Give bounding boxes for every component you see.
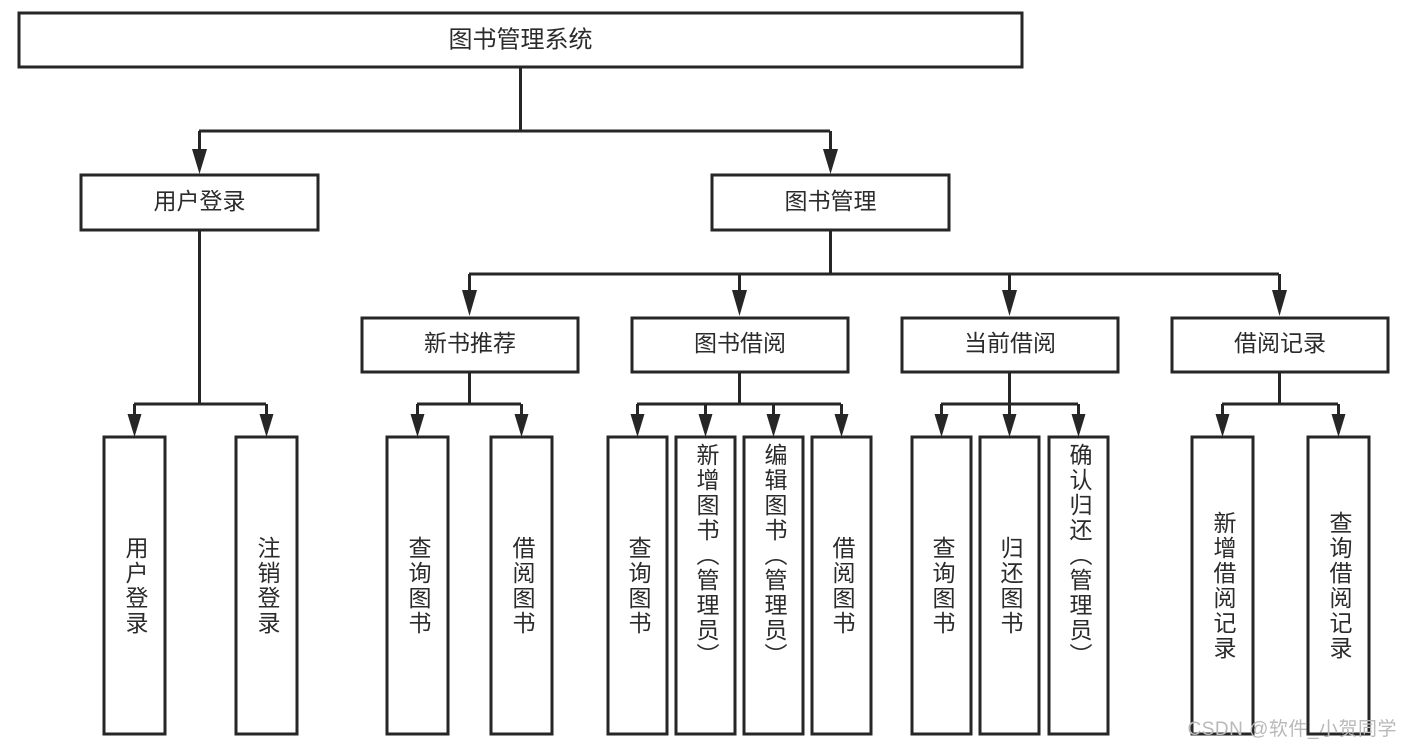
leaf-box-nb-borrow-book[interactable] (489, 435, 554, 736)
node-root-label: 图书管理系统 (449, 26, 593, 53)
arrow-head-borrow-record (1272, 290, 1287, 316)
node-book-management-box[interactable] (710, 173, 951, 232)
arrow-head-leaf-user-login (127, 414, 142, 437)
leaf-box-bb-edit-book[interactable] (742, 435, 805, 736)
leaf-box-cb-confirm-return[interactable] (1047, 435, 1110, 736)
arrow-head-bb-leaf-2 (698, 414, 713, 437)
node-book-management[interactable]: 图书管理 (710, 173, 951, 232)
leaf-box-nb-query-book[interactable] (385, 435, 450, 736)
connectors-current-borrow-to-leaves (934, 372, 1086, 437)
leaf-box-logout[interactable] (234, 435, 299, 736)
leaf-box-cb-return-book[interactable] (978, 435, 1041, 736)
arrow-head-nb-leaf-2 (514, 414, 529, 437)
node-current-borrow[interactable]: 当前借阅 (900, 316, 1120, 374)
arrow-head-bb-leaf-1 (630, 414, 645, 437)
node-root[interactable]: 图书管理系统 (17, 11, 1024, 69)
node-borrow-record-box[interactable] (1170, 316, 1390, 374)
node-book-management-label: 图书管理 (785, 188, 877, 214)
node-user-login[interactable]: 用户登录 (79, 173, 320, 232)
arrow-head-nb-leaf-1 (410, 414, 425, 437)
leaf-box-br-add-record[interactable] (1190, 435, 1255, 736)
arrow-head-book-borrow (732, 290, 747, 316)
node-current-borrow-label: 当前借阅 (964, 330, 1056, 356)
leaf-boxes-user-login (102, 435, 299, 736)
node-book-borrow-box[interactable] (630, 316, 850, 374)
arrow-head-leaf-logout (259, 414, 274, 437)
leaf-box-bb-add-book[interactable] (674, 435, 737, 736)
node-user-login-label: 用户登录 (154, 188, 246, 214)
leaf-box-bb-borrow-book[interactable] (810, 435, 873, 736)
leaf-box-bb-query-book[interactable] (606, 435, 669, 736)
arrow-head-cb-leaf-1 (934, 414, 949, 437)
node-current-borrow-box[interactable] (900, 316, 1120, 374)
node-root-box[interactable] (17, 11, 1024, 69)
node-user-login-box[interactable] (79, 173, 320, 232)
connectors-new-book-to-leaves (410, 372, 529, 437)
leaf-boxes-new-book-recommend (385, 435, 554, 736)
connectors-borrow-record-to-leaves (1215, 372, 1346, 437)
node-new-book-recommend-box[interactable] (360, 316, 580, 374)
node-borrow-record[interactable]: 借阅记录 (1170, 316, 1390, 374)
leaf-boxes-book-borrow (606, 435, 873, 736)
arrow-head-new-book-recommend (462, 290, 477, 316)
arrow-head-br-leaf-1 (1215, 414, 1230, 437)
connectors-root-to-level2 (192, 67, 838, 174)
leaf-boxes-borrow-record (1190, 435, 1371, 736)
arrow-head-current-borrow (1002, 290, 1017, 316)
arrow-head-br-leaf-2 (1331, 414, 1346, 437)
node-new-book-recommend[interactable]: 新书推荐 (360, 316, 580, 374)
node-new-book-recommend-label: 新书推荐 (424, 330, 516, 356)
node-borrow-record-label: 借阅记录 (1234, 330, 1326, 356)
leaf-box-user-login[interactable] (102, 435, 167, 736)
arrow-head-book-mgmt (823, 149, 838, 174)
connectors-book-borrow-to-leaves (630, 372, 849, 437)
leaf-box-br-query-record[interactable] (1306, 435, 1371, 736)
arrow-head-bb-leaf-3 (766, 414, 781, 437)
leaf-box-cb-query-book[interactable] (910, 435, 973, 736)
connectors-book-mgmt-to-level3 (462, 230, 1287, 316)
arrow-head-user-login (192, 149, 207, 174)
node-book-borrow[interactable]: 图书借阅 (630, 316, 850, 374)
arrow-head-cb-leaf-3 (1071, 414, 1086, 437)
connectors-user-login-to-leaves (127, 230, 274, 437)
arrow-head-bb-leaf-4 (834, 414, 849, 437)
leaf-boxes-current-borrow (910, 435, 1110, 736)
arrow-head-cb-leaf-2 (1002, 414, 1017, 437)
node-book-borrow-label: 图书借阅 (694, 330, 786, 356)
